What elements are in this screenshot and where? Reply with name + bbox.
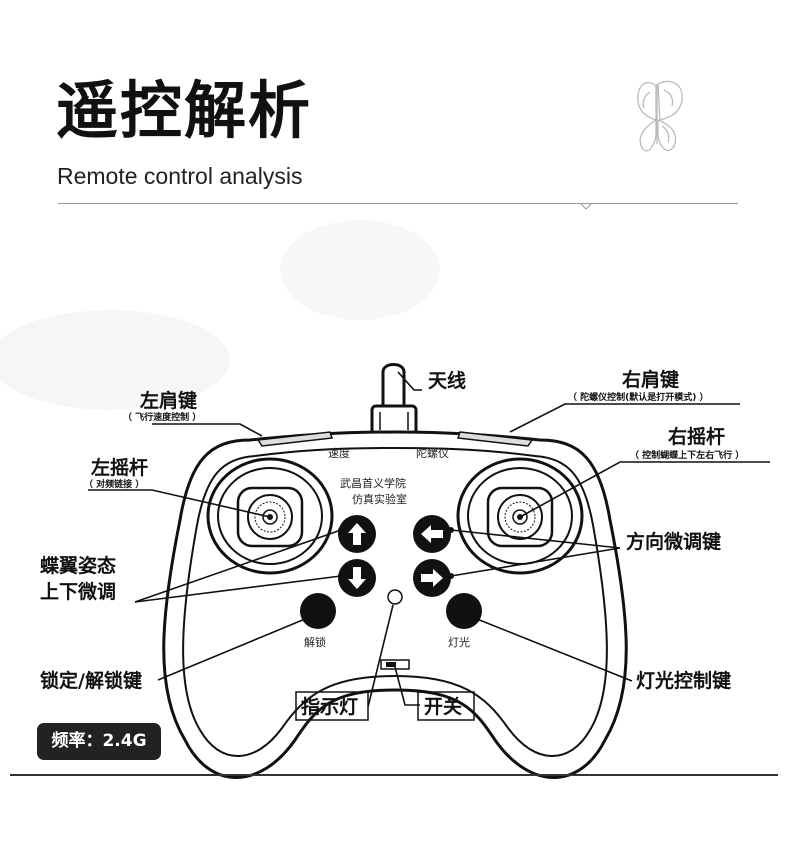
header-divider bbox=[58, 203, 738, 204]
body-text-gyro: 陀螺仪 bbox=[416, 446, 449, 460]
light-key-label: 灯光控制键 bbox=[636, 669, 731, 692]
wing-attitude-label-line2: 上下微调 bbox=[40, 580, 116, 603]
body-text-lab: 仿真实验室 bbox=[352, 492, 407, 506]
leader-lines bbox=[88, 371, 770, 708]
frequency-badge: 频率：2.4G bbox=[37, 723, 161, 760]
leader-dots bbox=[267, 514, 523, 622]
body-text-light: 灯光 bbox=[448, 635, 470, 649]
indicator-light bbox=[387, 589, 403, 605]
left-stick-label: 左摇杆 bbox=[91, 456, 148, 479]
right-stick-note: （ 控制蝴蝶上下左右飞行 ） bbox=[630, 449, 744, 461]
body-text-school: 武昌首义学院 bbox=[340, 476, 406, 490]
background-blob bbox=[0, 310, 230, 410]
light-button[interactable] bbox=[446, 593, 482, 629]
switch-label: 开关 bbox=[424, 695, 462, 718]
lock-key-label: 锁定/解锁键 bbox=[40, 669, 142, 692]
indicator-label: 指示灯 bbox=[301, 696, 358, 718]
indicator-label-box bbox=[295, 691, 369, 721]
antenna-icon bbox=[370, 363, 418, 438]
right-shoulder-note: （ 陀螺仪控制(默认是打开模式) ） bbox=[568, 391, 709, 403]
divider-notch-icon bbox=[580, 203, 592, 210]
body-text-speed: 速度 bbox=[328, 446, 350, 460]
trim-left-button[interactable] bbox=[413, 515, 451, 553]
trim-up-button[interactable] bbox=[338, 515, 376, 553]
trim-keys-label: 方向微调键 bbox=[626, 530, 721, 553]
page-subtitle: Remote control analysis bbox=[57, 163, 303, 189]
page-title: 遥控解析 bbox=[56, 74, 313, 147]
lock-unlock-button[interactable] bbox=[300, 593, 336, 629]
trim-down-button[interactable] bbox=[338, 559, 376, 597]
right-shoulder-button[interactable] bbox=[456, 431, 534, 447]
left-shoulder-note: （ 飞行速度控制 ） bbox=[123, 411, 201, 423]
controller-body-inner bbox=[182, 446, 608, 757]
left-shoulder-label: 左肩键 bbox=[140, 389, 197, 412]
right-shoulder-label: 右肩键 bbox=[621, 368, 679, 391]
trim-right-button[interactable] bbox=[413, 559, 451, 597]
wing-attitude-label-line1: 蝶翼姿态 bbox=[40, 554, 116, 577]
left-stick-note: （ 对频链接 ） bbox=[84, 478, 144, 490]
background-blob bbox=[280, 220, 440, 320]
footer-divider bbox=[10, 774, 778, 776]
body-text-unlock: 解锁 bbox=[304, 635, 326, 649]
antenna-label: 天线 bbox=[428, 369, 466, 392]
right-stick-label: 右摇杆 bbox=[667, 425, 725, 448]
left-shoulder-button[interactable] bbox=[256, 431, 334, 447]
butterfly-icon bbox=[637, 80, 683, 152]
switch-label-box bbox=[417, 691, 475, 721]
